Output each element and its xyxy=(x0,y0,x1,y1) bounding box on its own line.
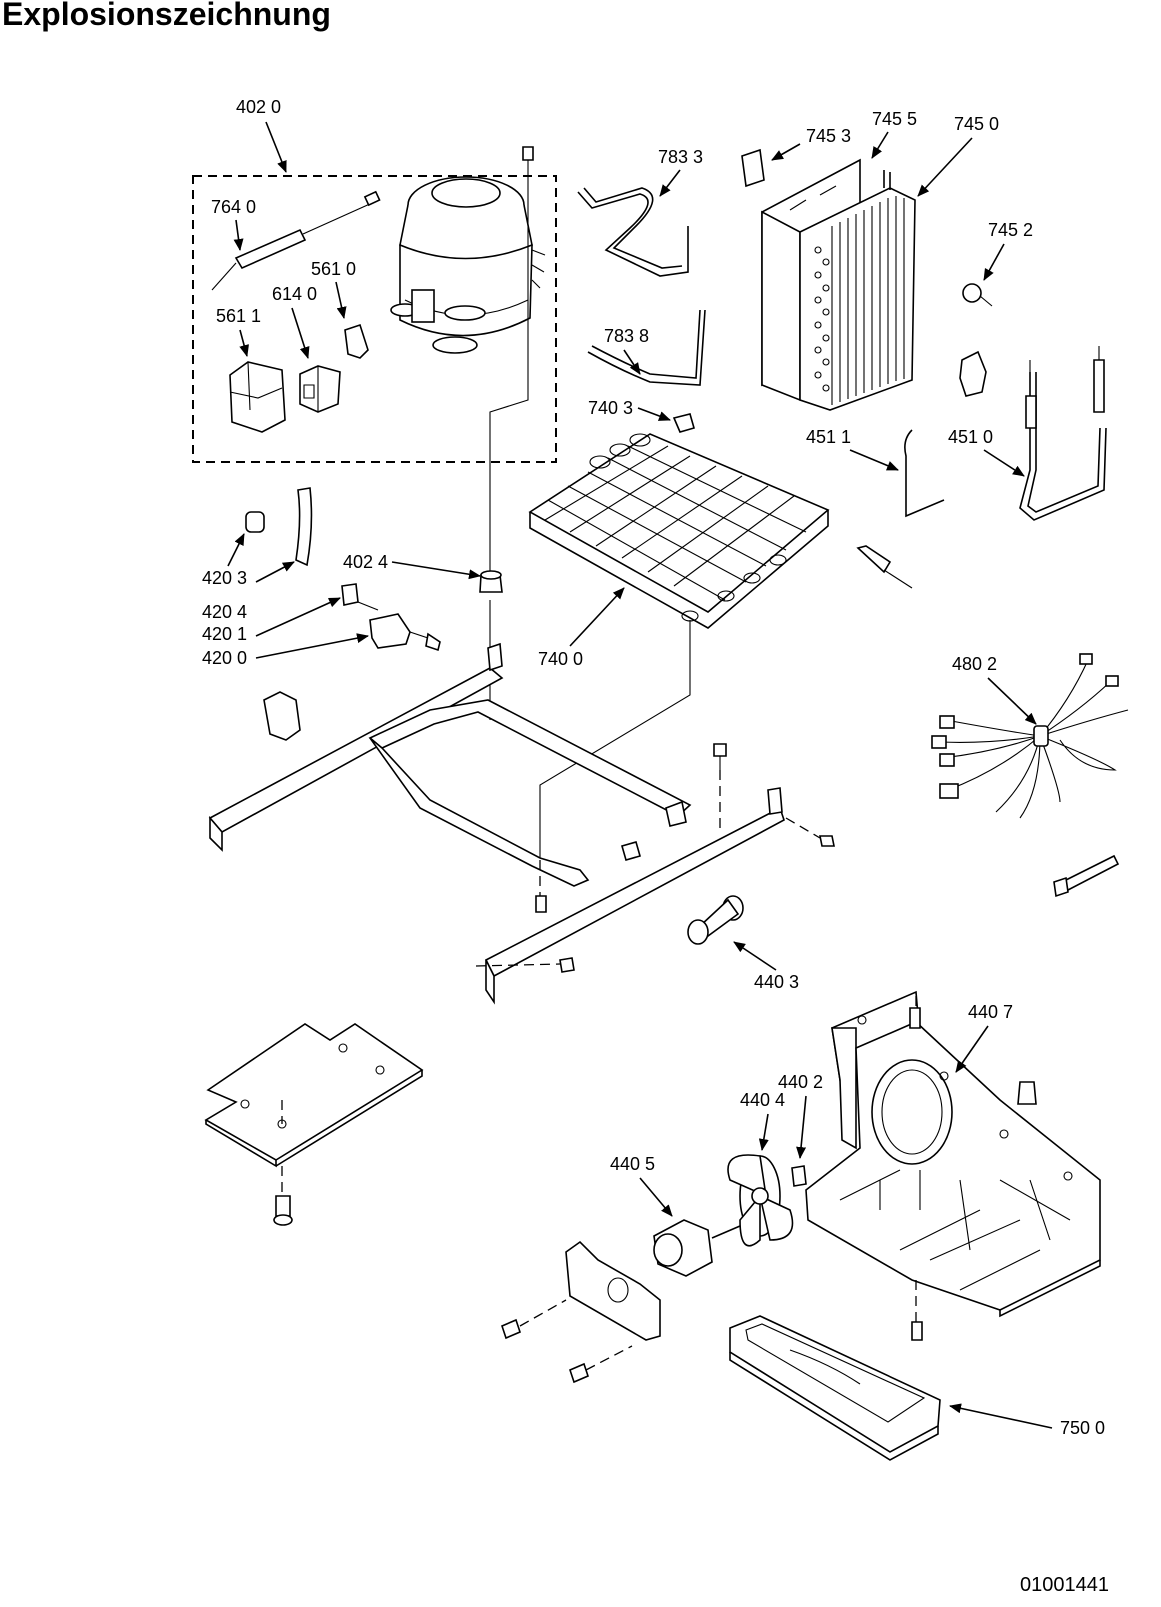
callout-402-0: 402 0 xyxy=(236,97,281,117)
callout-561-0: 561 0 xyxy=(311,259,356,279)
base-frame xyxy=(208,642,785,1005)
drain-cap xyxy=(245,511,265,533)
callout-745-3: 745 3 xyxy=(806,126,851,146)
condenser-coil xyxy=(528,433,830,629)
relay-clip xyxy=(344,323,369,359)
suction-tube xyxy=(577,187,689,277)
callout-440-3: 440 3 xyxy=(754,972,799,992)
frame-screw xyxy=(713,743,727,770)
shroud-screw xyxy=(909,1007,921,1029)
start-relay xyxy=(229,361,286,433)
leader-screw xyxy=(475,963,561,967)
spacer-bolt xyxy=(687,895,744,945)
leader-compressor-grommet xyxy=(489,172,529,575)
drain-pan xyxy=(729,1315,941,1461)
compressor-group-boundary xyxy=(192,175,557,463)
frame-screw xyxy=(559,957,575,973)
grommet xyxy=(479,570,503,593)
shroud-screw xyxy=(911,1321,923,1341)
callout-750-0: 750 0 xyxy=(1060,1418,1105,1438)
electrical-box xyxy=(357,601,441,652)
cover-screw xyxy=(273,1195,293,1226)
motor-bracket-screw xyxy=(569,1362,589,1384)
discharge-tube xyxy=(587,309,706,386)
filter-drier xyxy=(211,190,381,291)
callout-745-2: 745 2 xyxy=(988,220,1033,240)
document-number: 01001441 xyxy=(1020,1574,1109,1596)
callout-451-0: 451 0 xyxy=(948,427,993,447)
callouts: 402 0 764 0 561 0 614 0 561 1 783 3 783 … xyxy=(202,97,1105,1438)
frame-screw xyxy=(819,835,835,847)
defrost-thermostat xyxy=(962,283,993,307)
fan-blade xyxy=(727,1154,794,1247)
callout-764-0: 764 0 xyxy=(211,197,256,217)
leader-screw xyxy=(785,817,821,839)
callout-745-0: 745 0 xyxy=(954,114,999,134)
callout-480-2: 480 2 xyxy=(952,654,997,674)
tube-clip xyxy=(672,413,695,433)
cable-tie xyxy=(1053,854,1120,898)
leader-condenser-frame xyxy=(539,620,691,860)
callout-420-3: 420 3 xyxy=(202,568,247,588)
callout-783-3: 783 3 xyxy=(658,147,703,167)
fan-shroud-base xyxy=(805,990,1101,1318)
callout-440-7: 440 7 xyxy=(968,1002,1013,1022)
fan-motor xyxy=(653,1219,741,1277)
callout-440-5: 440 5 xyxy=(610,1154,655,1174)
evaporator-clip xyxy=(741,148,765,188)
frame-screw xyxy=(535,895,547,913)
motor-bracket-screw xyxy=(501,1318,521,1340)
callout-440-4: 440 4 xyxy=(740,1090,785,1110)
cover-plate xyxy=(204,1023,424,1168)
callout-740-0: 740 0 xyxy=(538,649,583,669)
callout-402-4: 402 4 xyxy=(343,552,388,572)
callout-783-8: 783 8 xyxy=(604,326,649,346)
leader-bracket-screw xyxy=(519,1299,633,1371)
wire-nut xyxy=(1017,1081,1037,1105)
compressor xyxy=(390,176,546,354)
terminal-block xyxy=(341,583,359,606)
callout-561-1: 561 1 xyxy=(216,306,261,326)
callout-451-1: 451 1 xyxy=(806,427,851,447)
wiring-harness xyxy=(931,653,1129,819)
callout-745-5: 745 5 xyxy=(872,109,917,129)
callout-420-4: 420 4 xyxy=(202,602,247,622)
drain-hose xyxy=(295,487,313,567)
sensor-holder xyxy=(959,350,987,397)
sensor-clip xyxy=(856,545,913,589)
callout-440-2: 440 2 xyxy=(778,1072,823,1092)
evaporator-core xyxy=(799,170,916,411)
overload-protector xyxy=(299,365,341,413)
callout-420-1: 420 1 xyxy=(202,624,247,644)
mounting-screw xyxy=(522,146,534,172)
compressor-group xyxy=(192,146,557,463)
callout-420-0: 420 0 xyxy=(202,648,247,668)
callout-614-0: 614 0 xyxy=(272,284,317,304)
fan-hub-clip xyxy=(791,1165,807,1187)
defrost-heater xyxy=(1019,346,1107,521)
callout-740-3: 740 3 xyxy=(588,398,633,418)
motor-bracket xyxy=(565,1240,661,1341)
defrost-heater-bracket xyxy=(904,429,945,518)
page-title: Explosionszeichnung xyxy=(2,0,331,32)
